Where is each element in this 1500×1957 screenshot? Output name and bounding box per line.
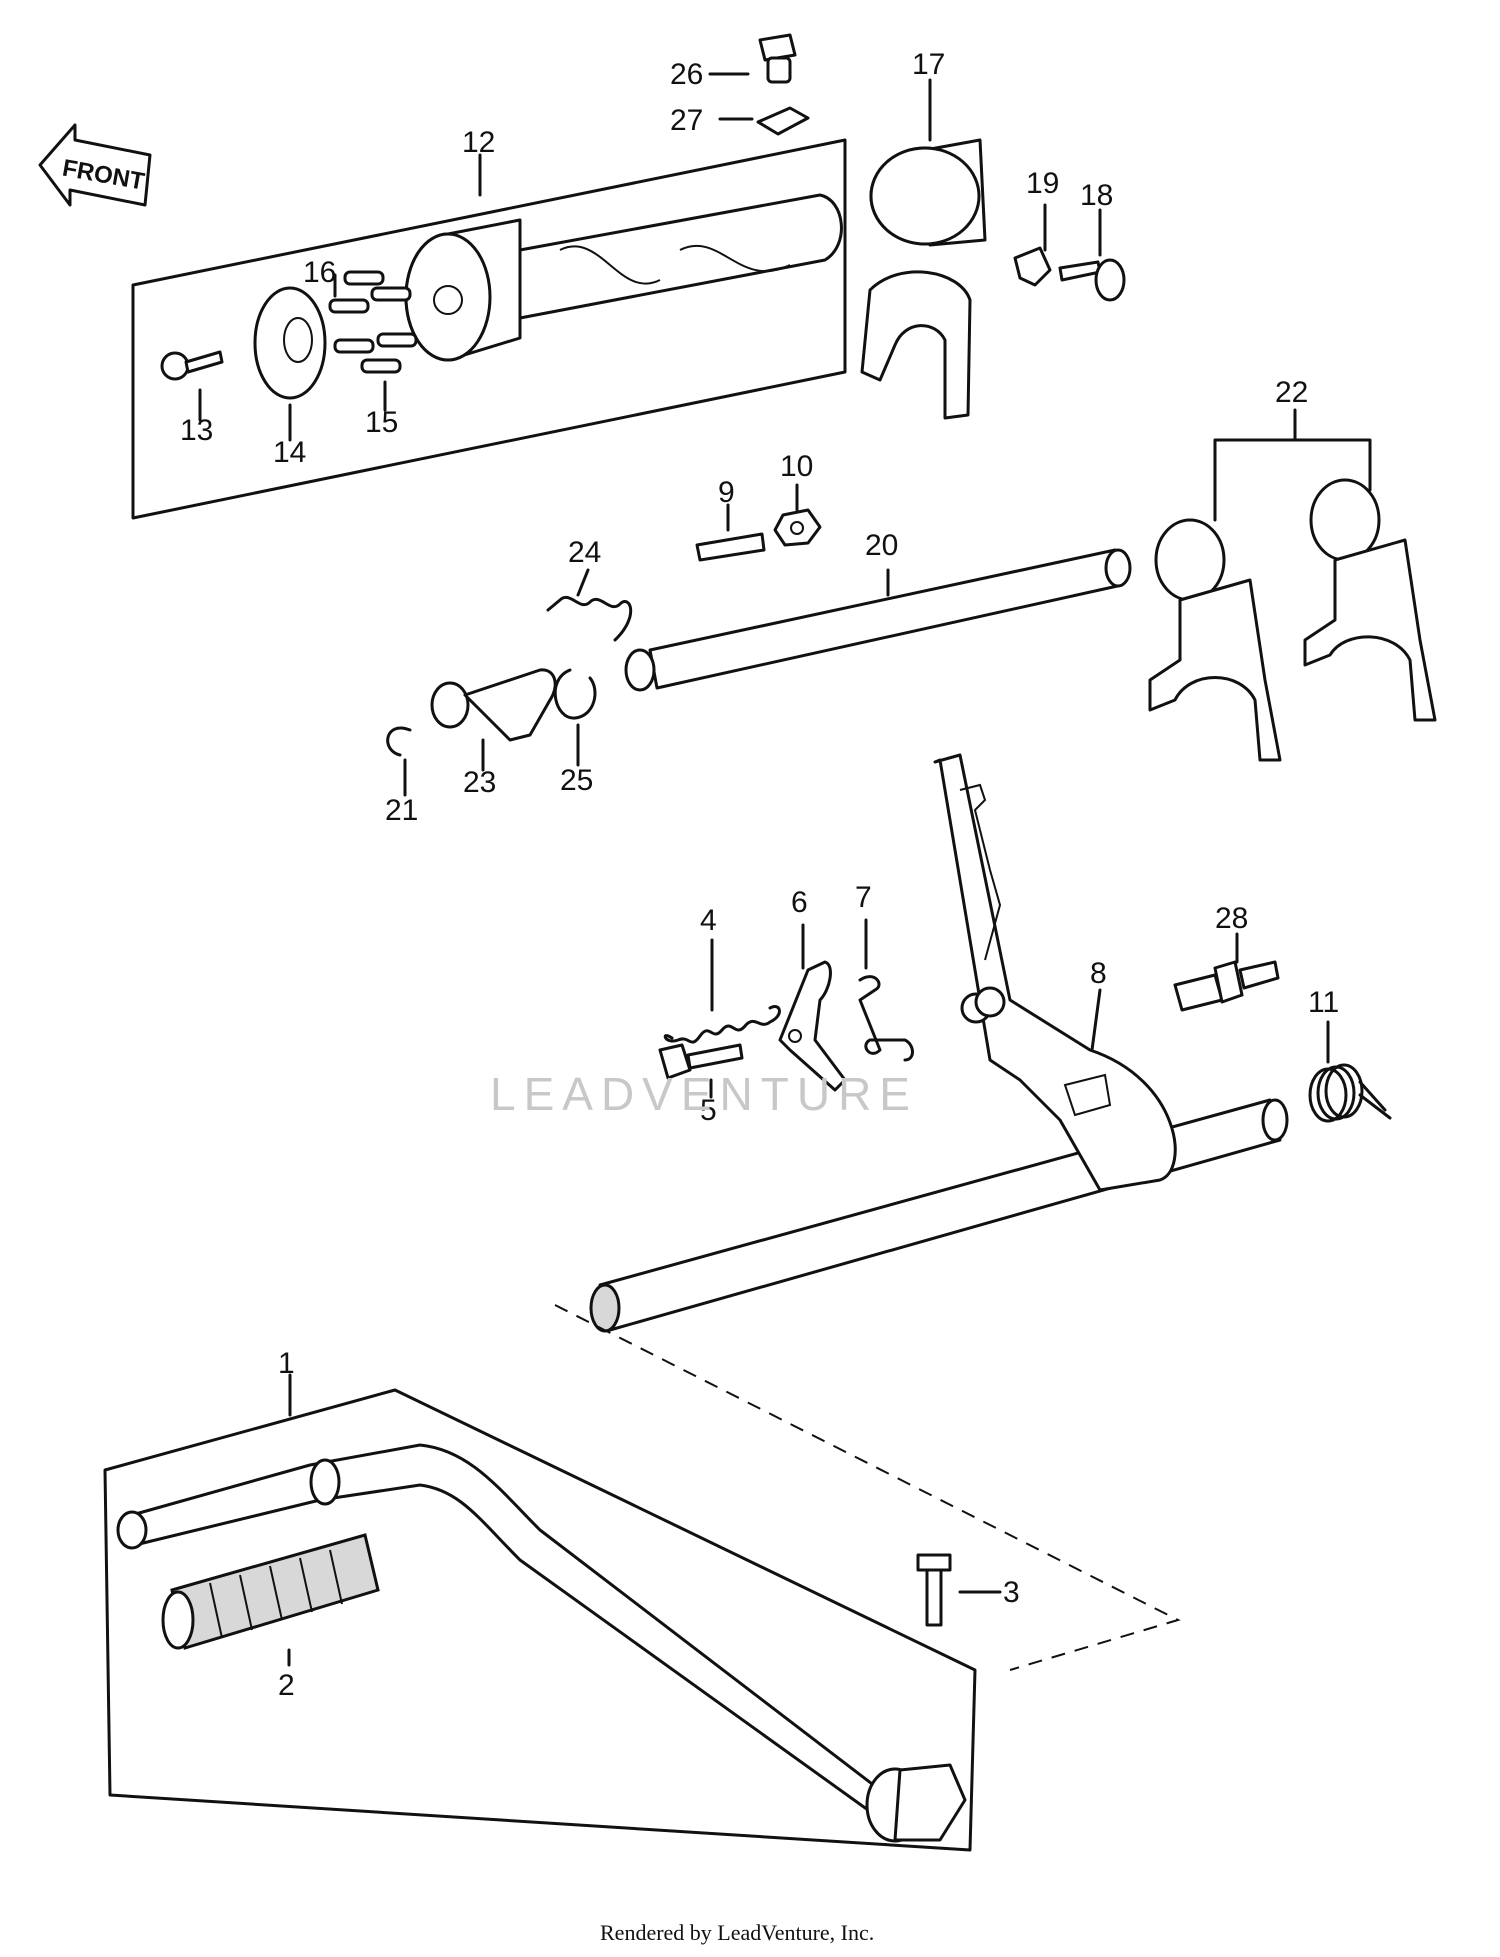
callout-28: 28 xyxy=(1215,902,1248,935)
callout-21: 21 xyxy=(385,794,418,827)
bolt-3 xyxy=(916,1553,952,1627)
washer-27 xyxy=(756,106,810,136)
callout-26: 26 xyxy=(670,58,703,91)
callout-4: 4 xyxy=(700,904,717,937)
footer-credit: Rendered by LeadVenture, Inc. xyxy=(600,1920,874,1945)
callout-17: 17 xyxy=(912,48,945,81)
shift-forks-22 xyxy=(1148,478,1437,762)
spring-24 xyxy=(546,596,633,642)
callout-7: 7 xyxy=(855,881,872,914)
callout-2: 2 xyxy=(278,1669,295,1702)
front-arrow: FRONT xyxy=(38,123,152,207)
spring-7 xyxy=(858,975,914,1062)
shift-rod-20 xyxy=(624,548,1132,692)
callout-12: 12 xyxy=(462,126,495,159)
callout-6: 6 xyxy=(791,886,808,919)
shift-drum xyxy=(404,193,843,362)
watermark: LEADVENTURE xyxy=(490,1068,918,1120)
callout-labels: 1 2 3 4 5 6 7 8 9 10 11 12 13 14 15 16 1… xyxy=(180,48,1339,1702)
pawl-6 xyxy=(778,960,847,1092)
circlip-21 xyxy=(386,726,412,757)
pedal-panel xyxy=(103,1388,977,1852)
leader-lines xyxy=(198,72,1372,1667)
shift-fork-17 xyxy=(860,138,987,420)
shift-pedal-1 xyxy=(116,1443,967,1843)
pedal-rubber-2 xyxy=(161,1533,380,1650)
plate-14 xyxy=(253,286,327,400)
callout-3: 3 xyxy=(1003,1576,1020,1609)
callout-22: 22 xyxy=(1275,376,1308,409)
callout-16: 16 xyxy=(303,256,336,289)
bolt-26 xyxy=(758,33,797,84)
bolt-18 xyxy=(1058,258,1126,302)
callout-19: 19 xyxy=(1026,167,1059,200)
callout-11: 11 xyxy=(1308,986,1339,1019)
spring-11 xyxy=(1308,1063,1392,1123)
nut-10 xyxy=(773,508,822,547)
callout-1: 1 xyxy=(278,1347,295,1380)
callout-15: 15 xyxy=(365,406,398,439)
shift-drum-panel xyxy=(131,138,847,520)
pin-28 xyxy=(1173,960,1280,1012)
callout-10: 10 xyxy=(780,450,813,483)
callout-27: 27 xyxy=(670,104,703,137)
callout-18: 18 xyxy=(1080,179,1113,212)
callout-8: 8 xyxy=(1090,957,1107,990)
callout-5: 5 xyxy=(700,1094,717,1127)
lockwasher-19 xyxy=(1013,246,1052,287)
bolt-5 xyxy=(658,1043,744,1080)
pins-15-16 xyxy=(328,270,418,374)
callout-20: 20 xyxy=(865,529,898,562)
callout-25: 25 xyxy=(560,764,593,797)
lever-23 xyxy=(430,668,557,742)
callout-9: 9 xyxy=(718,476,735,509)
shift-shaft-8 xyxy=(589,753,1289,1333)
callout-13: 13 xyxy=(180,414,213,447)
callout-14: 14 xyxy=(273,436,306,469)
alignment-line xyxy=(554,1304,1181,1671)
spring-4 xyxy=(663,1005,781,1044)
circlip-25 xyxy=(553,668,597,720)
screw-13 xyxy=(160,350,224,381)
callout-24: 24 xyxy=(568,536,601,569)
bolt-9 xyxy=(695,532,766,562)
callout-23: 23 xyxy=(463,766,496,799)
